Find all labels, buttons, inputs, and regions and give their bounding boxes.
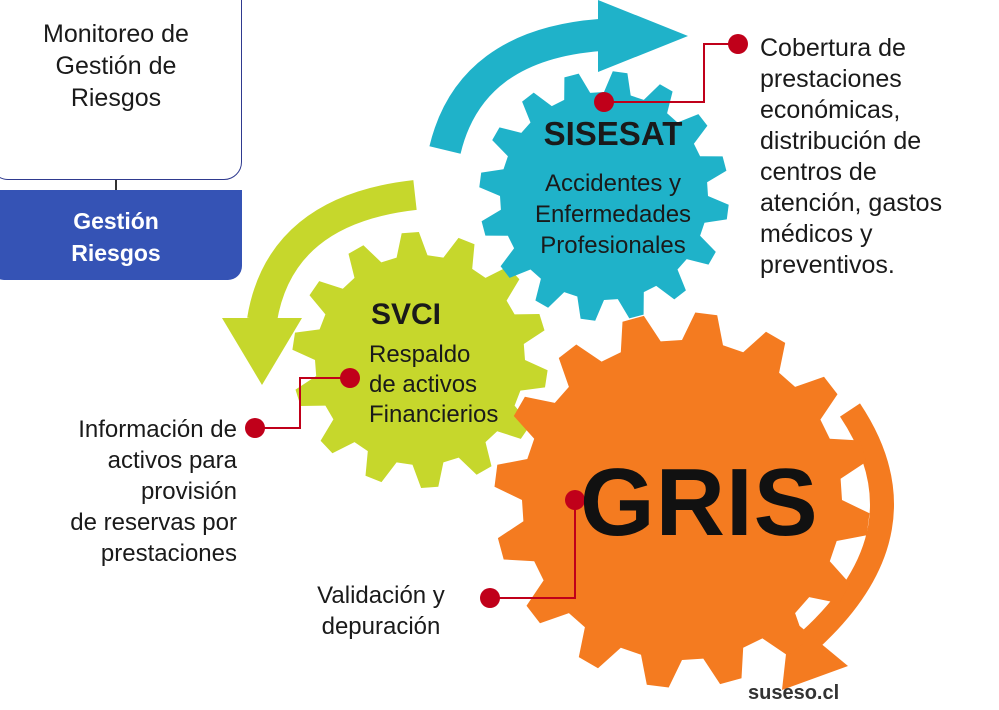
informacion-anchor-dot <box>340 368 360 388</box>
monitoreo-label: Monitoreo de Gestión de Riesgos <box>43 20 189 112</box>
gris-gear <box>494 312 870 688</box>
sisesat-title: SISESAT <box>543 115 683 152</box>
brand-watermark: suseso.cl <box>748 682 840 704</box>
informacion-label-dot <box>245 418 265 438</box>
informacion-leader-line <box>255 377 350 429</box>
gestion-riesgos-label: Gestión Riesgos <box>71 208 161 266</box>
svci-gear <box>292 232 548 488</box>
green-arrow-head <box>222 318 302 385</box>
validacion-leader-line <box>490 500 576 599</box>
validacion-anchor-dot <box>565 490 585 510</box>
svci-title: SVCI <box>371 298 442 331</box>
gestion-riesgos-box <box>0 190 242 280</box>
sisesat-subtitle: Accidentes y Enfermedades Profesionales <box>534 170 692 259</box>
blue-cycle-arrow <box>429 19 602 155</box>
validacion-label-dot <box>480 588 500 608</box>
monitoreo-box <box>0 0 242 180</box>
green-cycle-arrow <box>247 180 417 323</box>
informacion-callout: Información de activos para provisión de… <box>70 416 237 567</box>
gris-title: GRIS <box>580 449 819 556</box>
cobertura-label-dot <box>728 34 748 54</box>
blue-arrow-head <box>598 0 688 72</box>
cobertura-leader-line <box>604 43 738 103</box>
box-connector <box>115 180 117 192</box>
cobertura-anchor-dot <box>594 92 614 112</box>
sisesat-gear <box>479 71 729 321</box>
orange-cycle-arrow <box>801 403 894 649</box>
svci-subtitle: Respaldo de activos Financierios <box>369 341 499 428</box>
cobertura-callout: Cobertura de prestaciones económicas, di… <box>760 34 943 279</box>
validacion-callout: Validación y depuración <box>317 582 445 640</box>
